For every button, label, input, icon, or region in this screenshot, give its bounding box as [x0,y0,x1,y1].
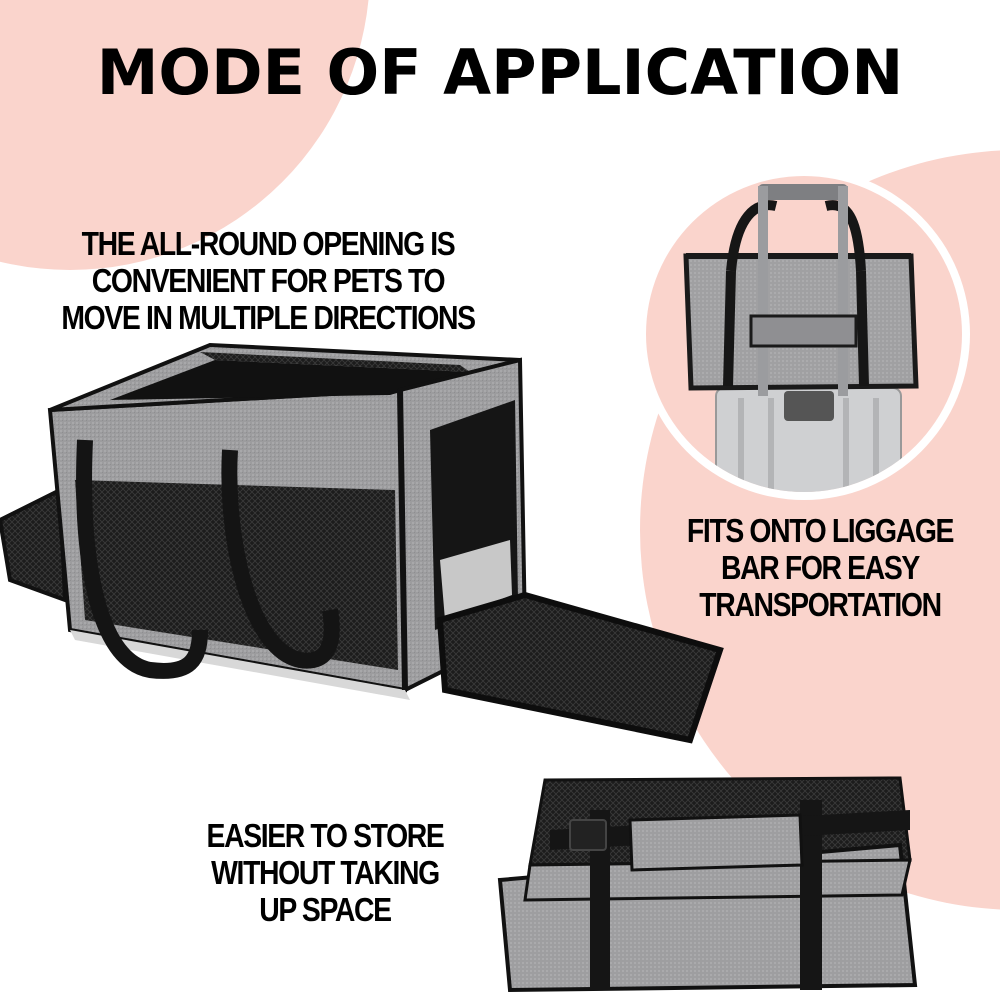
caption-line: THE ALL-ROUND OPENING IS [81,225,456,262]
luggage-photo-frame [638,168,970,500]
pet-carrier-folded-photo [490,770,930,995]
caption-line: WITHOUT TAKING [211,854,440,891]
caption-line: BAR FOR EASY [721,549,920,586]
caption-all-round-opening: THE ALL-ROUND OPENING IS CONVENIENT FOR … [53,225,483,336]
caption-line: CONVENIENT FOR PETS TO [91,262,446,299]
pet-carrier-folded-illustration [497,776,918,993]
caption-luggage-bar: FITS ONTO LIGGAGE BAR FOR EASY TRANSPORT… [674,512,966,623]
caption-line: TRANSPORTATION [699,586,942,623]
caption-storage: EASIER TO STORE WITHOUT TAKING UP SPACE [183,817,467,928]
pet-carrier-open-illustration [0,342,724,744]
caption-line: MOVE IN MULTIPLE DIRECTIONS [61,299,476,336]
caption-line: EASIER TO STORE [206,817,445,854]
caption-line: UP SPACE [259,891,392,928]
caption-line: FITS ONTO LIGGAGE [686,512,955,549]
pet-carrier-open-photo [0,330,730,750]
pet-carrier-on-luggage-photo [646,176,962,492]
page-title: MODE OF APPLICATION [96,36,904,109]
pet-carrier-on-luggage-illustration [683,184,919,492]
